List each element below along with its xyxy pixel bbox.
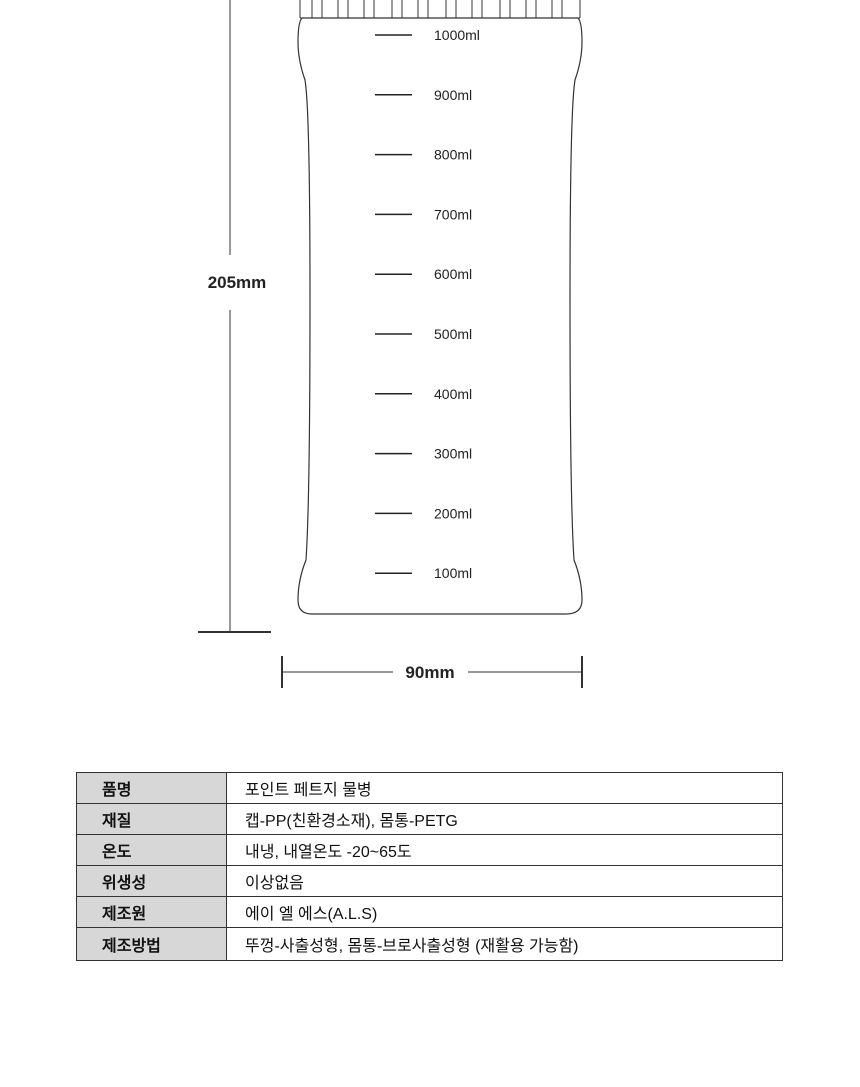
spec-row-temperature: 온도 내냉, 내열온도 -20~65도 <box>76 834 783 866</box>
graduation-label: 100ml <box>434 565 472 581</box>
spec-key: 재질 <box>76 803 227 835</box>
graduation-label: 300ml <box>434 446 472 462</box>
spec-row-name: 품명 포인트 페트지 물병 <box>76 772 783 804</box>
spec-key: 온도 <box>76 834 227 866</box>
bottle-dimension-diagram: 205mm 90mm 1000ml 900ml 800ml 700ml 600ml 500… <box>198 0 583 688</box>
spec-value: 에이 엘 에스(A.L.S) <box>226 896 783 928</box>
bottle-cap-ribs <box>299 0 581 19</box>
graduation-label: 1000ml <box>434 27 480 43</box>
bottle-body-outline <box>297 17 583 615</box>
spec-row-manufacturer: 제조원 에이 엘 에스(A.L.S) <box>76 896 783 928</box>
spec-value: 캡-PP(친환경소재), 몸통-PETG <box>226 803 783 835</box>
spec-key: 제조방법 <box>76 927 227 961</box>
graduation-label: 200ml <box>434 505 472 521</box>
spec-table: 품명 포인트 페트지 물병 재질 캡-PP(친환경소재), 몸통-PETG 온도… <box>76 772 783 961</box>
spec-row-material: 재질 캡-PP(친환경소재), 몸통-PETG <box>76 803 783 835</box>
graduation-label: 800ml <box>434 147 472 163</box>
spec-value: 포인트 페트지 물병 <box>226 772 783 804</box>
spec-value: 내냉, 내열온도 -20~65도 <box>226 834 783 866</box>
spec-key: 제조원 <box>76 896 227 928</box>
width-label: 90mm <box>405 663 454 682</box>
spec-value: 이상없음 <box>226 865 783 897</box>
spec-value: 뚜껑-사출성형, 몸통-브로사출성형 (재활용 가능함) <box>226 927 783 961</box>
graduation-label: 700ml <box>434 206 472 222</box>
height-label: 205mm <box>208 273 267 292</box>
spec-row-hygiene: 위생성 이상없음 <box>76 865 783 897</box>
graduation-label: 600ml <box>434 266 472 282</box>
graduation-label: 500ml <box>434 326 472 342</box>
spec-key: 품명 <box>76 772 227 804</box>
graduation-label: 400ml <box>434 386 472 402</box>
volume-graduations: 1000ml 900ml 800ml 700ml 600ml 500ml 400ml 300m… <box>375 27 480 581</box>
spec-row-method: 제조방법 뚜껑-사출성형, 몸통-브로사출성형 (재활용 가능함) <box>76 927 783 961</box>
spec-key: 위생성 <box>76 865 227 897</box>
graduation-label: 900ml <box>434 87 472 103</box>
